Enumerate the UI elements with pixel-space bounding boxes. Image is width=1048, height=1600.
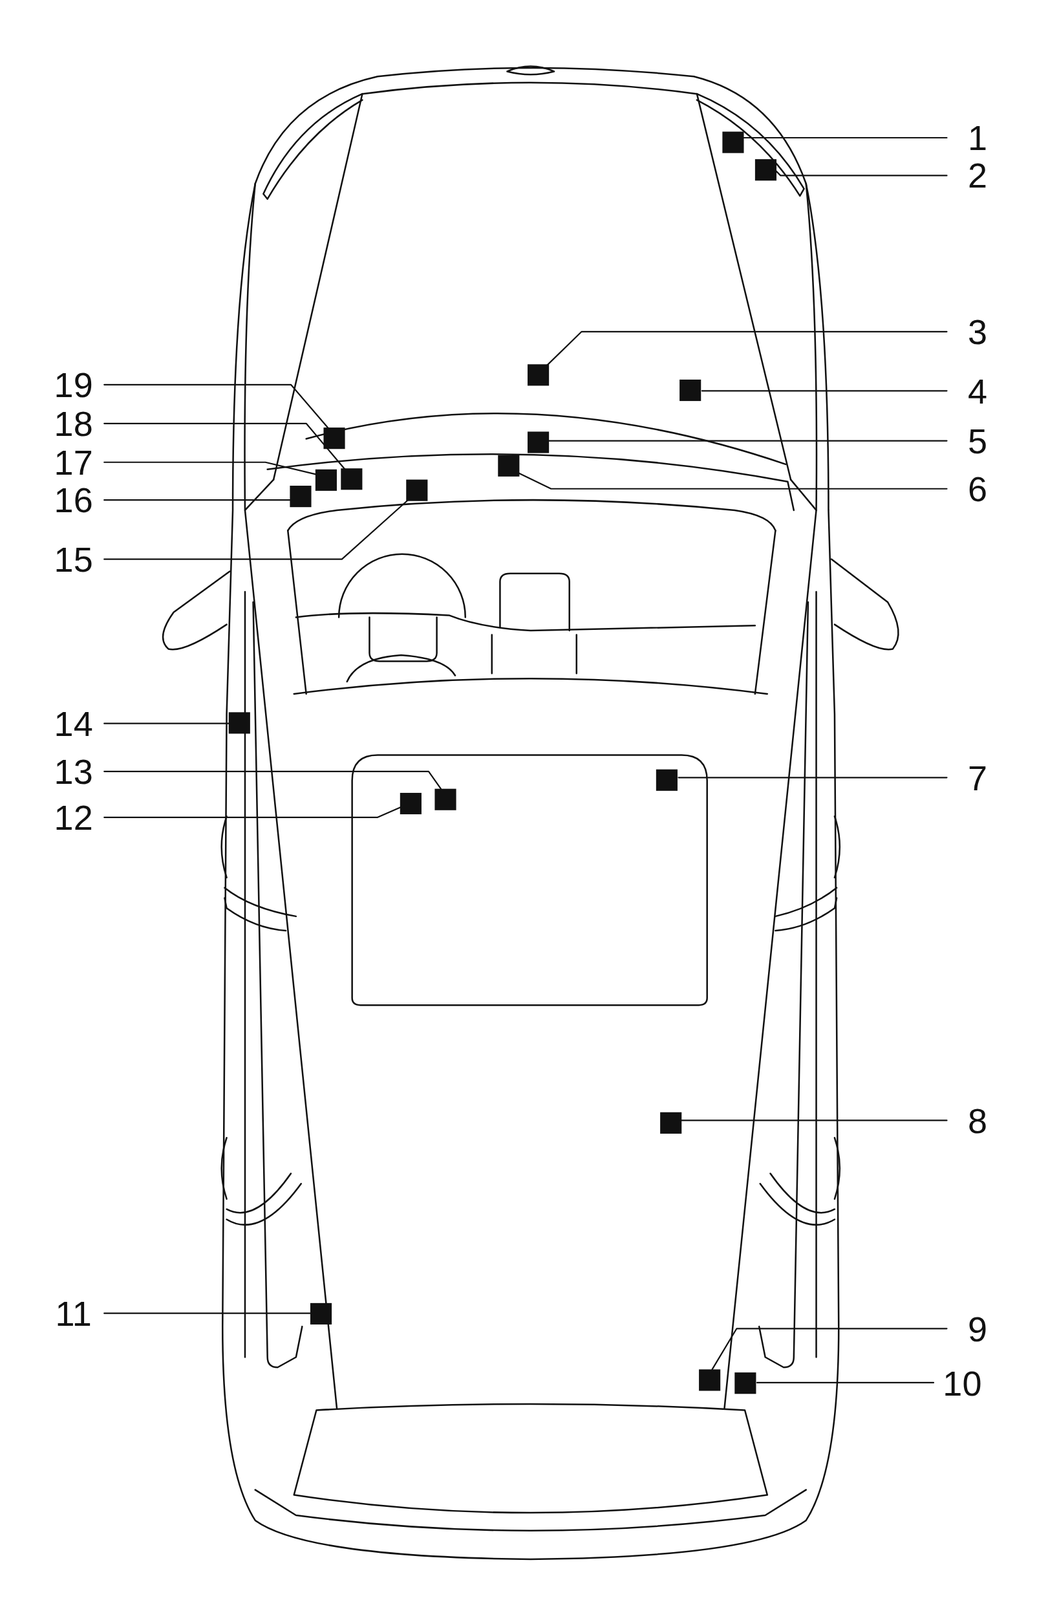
component-marker: [228, 711, 251, 734]
component-marker: [527, 363, 549, 386]
door-line: [760, 1172, 835, 1224]
leader-line: [742, 137, 948, 139]
callout-number: 8: [965, 1101, 990, 1140]
mirror: [831, 559, 899, 650]
console: [499, 573, 569, 631]
door-handle: [221, 1137, 840, 1199]
rear-bumper: [255, 1489, 807, 1531]
callout-number: 14: [51, 704, 96, 743]
headlight-left: [263, 93, 363, 200]
leader-line: [104, 771, 441, 789]
callout-number: 6: [965, 470, 990, 508]
fender-line: [806, 183, 817, 511]
component-marker: [698, 1368, 721, 1391]
leader-line: [515, 471, 947, 489]
callout-number: 3: [965, 312, 990, 351]
rear-window: [294, 1403, 768, 1513]
roof-front: [294, 678, 768, 694]
fender-line: [245, 183, 256, 511]
callout-number: 17: [51, 443, 96, 482]
roof-rail: [724, 479, 817, 1409]
windshield: [267, 453, 794, 511]
leader-line: [681, 1119, 947, 1121]
callout-number: 19: [51, 365, 96, 404]
roof-rail: [245, 479, 337, 1409]
leader-line: [104, 1312, 311, 1314]
callout-number: 18: [51, 404, 96, 443]
callout-number: 7: [965, 759, 990, 797]
leader-line: [757, 1381, 934, 1383]
hood-line: [273, 93, 363, 480]
component-marker: [323, 427, 345, 449]
door-handle: [221, 815, 840, 878]
side-rail: [759, 591, 816, 1367]
component-marker: [660, 1112, 682, 1134]
component-marker: [527, 431, 549, 453]
component-marker: [434, 788, 456, 811]
callout-number: 2: [965, 156, 990, 194]
car-body: [222, 67, 839, 1559]
leader-line: [770, 165, 948, 176]
component-marker: [679, 379, 701, 401]
side-window: [287, 530, 776, 694]
callout-number: 15: [51, 540, 96, 578]
component-marker: [340, 468, 363, 490]
leader-line: [548, 440, 947, 442]
side-rail: [245, 591, 302, 1367]
component-marker: [497, 455, 520, 477]
leader-line: [104, 805, 403, 817]
component-marker: [406, 479, 428, 502]
callout-number: 9: [965, 1309, 990, 1348]
hood-line: [696, 93, 791, 480]
component-marker: [656, 769, 678, 791]
callout-number: 4: [965, 372, 990, 410]
seat: [347, 654, 456, 682]
leader-line: [543, 331, 948, 370]
component-marker: [734, 1371, 756, 1394]
steering-wheel: [338, 554, 466, 618]
door-line: [224, 887, 296, 931]
door-line: [775, 887, 837, 931]
callout-number: 13: [51, 752, 96, 791]
leader-line: [678, 776, 948, 778]
callout-number: 1: [965, 118, 990, 157]
component-marker: [400, 792, 422, 814]
callout-number: 11: [53, 1294, 95, 1332]
console: [491, 634, 577, 674]
component-marker: [755, 159, 777, 181]
emblem: [506, 66, 555, 75]
windshield: [306, 413, 787, 465]
leader-line: [702, 389, 948, 392]
sunroof: [352, 755, 708, 1006]
leader-line: [104, 462, 317, 475]
leader-line: [104, 722, 229, 725]
component-marker: [315, 469, 337, 491]
front-bumper: [362, 82, 697, 94]
callout-number: 16: [51, 481, 96, 519]
leader-line: [104, 384, 329, 429]
component-marker: [722, 131, 744, 154]
windshield: [287, 499, 776, 531]
headlight-right: [696, 93, 805, 196]
callout-number: 10: [940, 1364, 984, 1402]
leader-line: [712, 1327, 948, 1369]
leader-line: [104, 499, 290, 501]
mirror: [162, 571, 230, 650]
component-marker: [310, 1302, 332, 1325]
leader-line: [104, 497, 410, 560]
door-line: [226, 1172, 302, 1224]
callout-number: 12: [51, 798, 96, 836]
component-marker: [289, 485, 311, 507]
dashboard: [296, 612, 756, 631]
callout-number: 5: [965, 422, 990, 460]
